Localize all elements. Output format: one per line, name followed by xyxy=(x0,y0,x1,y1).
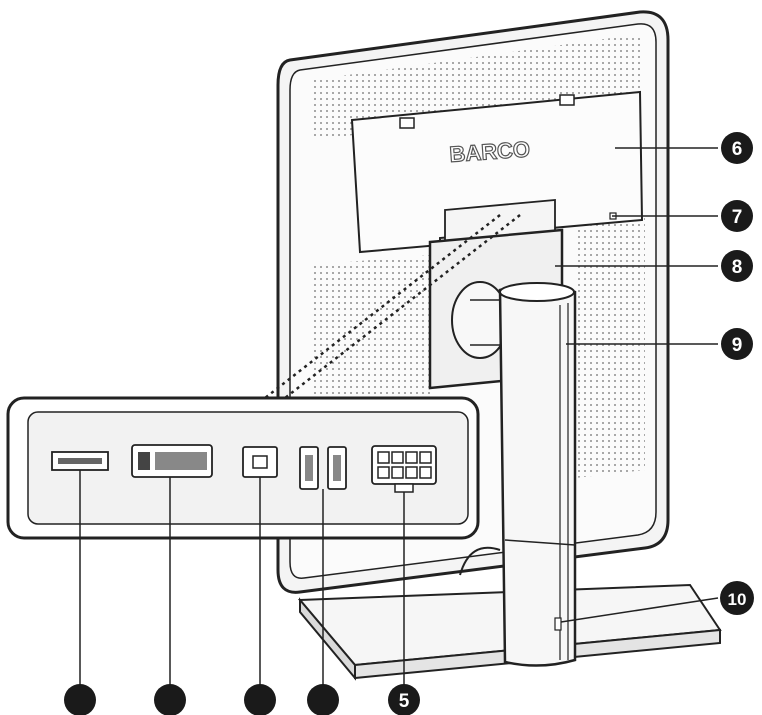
stand-neck xyxy=(498,282,577,667)
leader-lines xyxy=(79,147,719,686)
callout-circle xyxy=(721,200,753,232)
callout-3 xyxy=(244,684,276,715)
connector-panel xyxy=(6,396,480,540)
barco-logo: BARCO xyxy=(449,136,531,167)
callout-circle xyxy=(307,684,339,715)
displayport-connector-icon xyxy=(51,451,109,471)
callout-2 xyxy=(154,684,186,715)
callout-circle xyxy=(64,684,96,715)
cable-loop xyxy=(459,546,501,576)
callout-circle xyxy=(721,328,753,360)
callout-label: 5 xyxy=(399,691,410,712)
rear-cover: BARCO xyxy=(350,90,644,254)
callout-6: 6 xyxy=(721,132,753,164)
callout-8: 8 xyxy=(721,250,753,282)
callout-label: 6 xyxy=(732,139,743,160)
callout-7: 7 xyxy=(721,200,753,232)
dvi-connector-icon xyxy=(131,444,213,478)
callout-label: 10 xyxy=(728,590,747,609)
callout-4 xyxy=(307,684,339,715)
callout-label: 8 xyxy=(732,257,743,278)
cover-clip-right xyxy=(559,94,575,106)
callout-5: 5 xyxy=(388,684,420,715)
callout-label: 9 xyxy=(732,335,743,356)
zoom-guide-lines xyxy=(264,214,521,399)
callout-circle xyxy=(154,684,186,715)
callout-circle xyxy=(244,684,276,715)
callout-10: 10 xyxy=(720,581,754,615)
kensington-slot xyxy=(554,617,562,631)
callout-circle xyxy=(721,132,753,164)
top-vent-grille xyxy=(312,34,640,140)
callout-9: 9 xyxy=(721,328,753,360)
callout-label: 7 xyxy=(732,207,743,228)
cover-clip-left xyxy=(399,117,415,129)
usb-a-connector-icon xyxy=(299,446,347,490)
callout-circle xyxy=(388,684,420,715)
usb-b-connector-icon xyxy=(242,446,278,478)
right-vent-grille xyxy=(575,215,645,478)
power-connector-icon xyxy=(371,445,437,493)
callout-1 xyxy=(64,684,96,715)
callout-circle xyxy=(720,581,754,615)
callout-circle xyxy=(721,250,753,282)
